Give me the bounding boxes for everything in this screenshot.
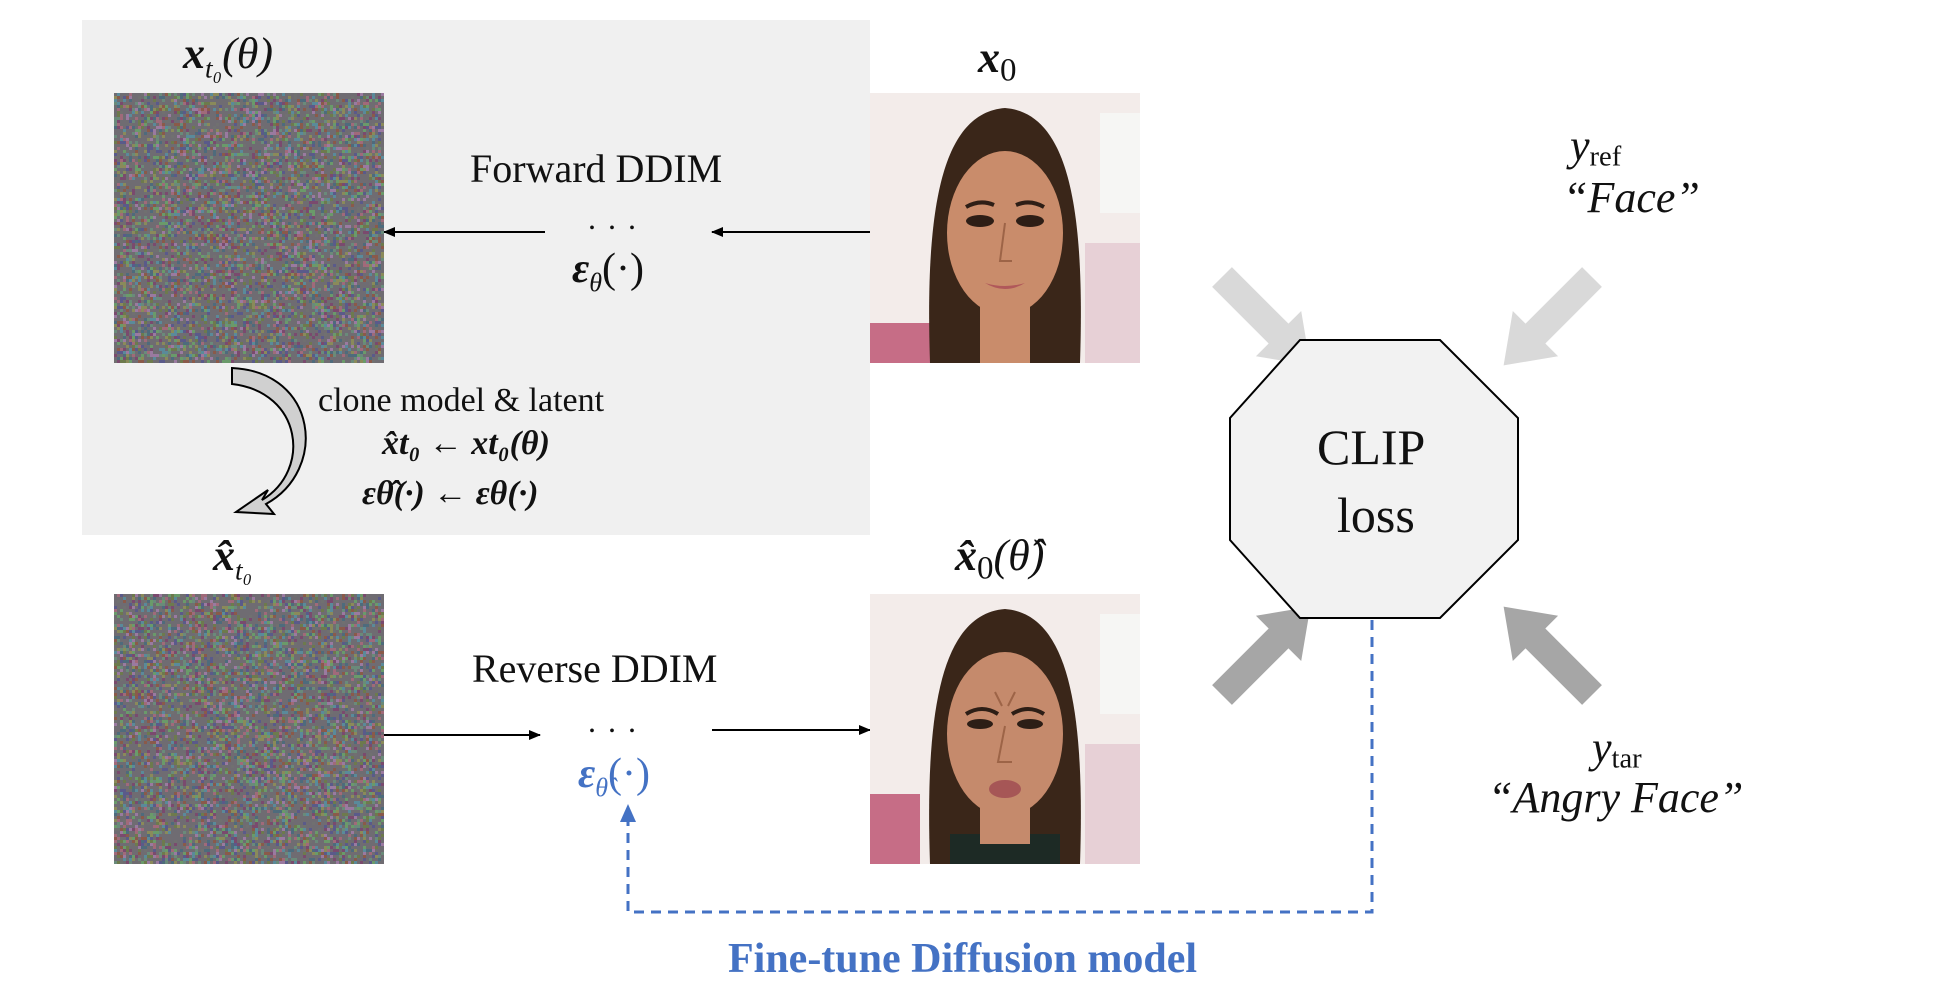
reverse-dots: . . . <box>588 703 638 739</box>
image-bottom-label: x̂0(θ̂) <box>955 530 1044 587</box>
ref-arrow-right <box>1503 267 1602 366</box>
clip-octagon <box>1229 339 1519 619</box>
reverse-eps-sub: θ̂ <box>595 773 609 803</box>
clone-line-1: x̂t₀ ← xt₀(θ) <box>382 425 550 462</box>
finetune-label: Fine-tune Diffusion model <box>728 936 1198 982</box>
y-ref-label: yref <box>1570 120 1621 174</box>
forward-dots: . . . <box>588 200 638 236</box>
latent-top-arg: (θ) <box>222 29 273 78</box>
clip-loss-line-1: CLIP <box>1317 419 1426 475</box>
reverse-eps-label: εθ̂(·) <box>578 750 650 803</box>
y-tar-label: ytar <box>1592 722 1642 776</box>
y-tar-text: “Angry Face” <box>1488 773 1744 822</box>
clone-title: clone model & latent <box>318 382 605 419</box>
reverse-eps-symbol: ε <box>578 751 596 797</box>
latent-bottom-label: x̂t₀ <box>213 530 252 587</box>
noise-latent-top <box>114 93 384 363</box>
latent-bottom-symbol: x̂ <box>213 531 235 580</box>
y-ref-text: “Face” <box>1563 173 1700 222</box>
y-ref-symbol: y <box>1570 121 1590 170</box>
y-ref-sub: ref <box>1589 141 1622 173</box>
reverse-ddim-label: Reverse DDIM <box>472 646 718 691</box>
latent-top-label: xt₀(θ) <box>183 28 273 85</box>
forward-eps-sub: θ <box>589 268 603 298</box>
face-image-original <box>870 93 1140 363</box>
image-bottom-arg: (θ̂) <box>993 531 1045 580</box>
clip-loss-line-2: loss <box>1337 487 1415 543</box>
forward-eps-symbol: ε <box>572 246 590 292</box>
reverse-eps-args: (·) <box>608 751 650 797</box>
face-image-edited <box>870 594 1140 864</box>
latent-top-sub: t₀ <box>205 53 223 84</box>
clone-line-2: εθ̂(·) ← εθ(·) <box>362 475 539 512</box>
image-bottom-sub: 0 <box>977 550 994 587</box>
y-tar-sub: tar <box>1611 743 1642 775</box>
image-top-sub: 0 <box>1000 52 1017 89</box>
ref-arrow-left <box>1212 267 1311 366</box>
latent-bottom-sub: t₀ <box>235 555 253 586</box>
image-top-symbol: x <box>978 33 1000 82</box>
finetune-arrowhead <box>620 804 636 822</box>
tar-arrow-right <box>1503 606 1602 705</box>
clone-arrow <box>231 366 307 516</box>
forward-eps-args: (·) <box>602 246 644 292</box>
finetune-feedback-path <box>626 620 1374 914</box>
latent-top-symbol: x <box>183 29 205 78</box>
image-bottom-symbol: x̂ <box>955 531 977 580</box>
y-tar-symbol: y <box>1592 723 1612 772</box>
image-top-label: x0 <box>978 32 1017 89</box>
tar-arrow-left <box>1212 606 1311 705</box>
noise-latent-bottom <box>114 594 384 864</box>
forward-ddim-label: Forward DDIM <box>470 146 723 191</box>
forward-eps-label: εθ(·) <box>572 245 644 298</box>
